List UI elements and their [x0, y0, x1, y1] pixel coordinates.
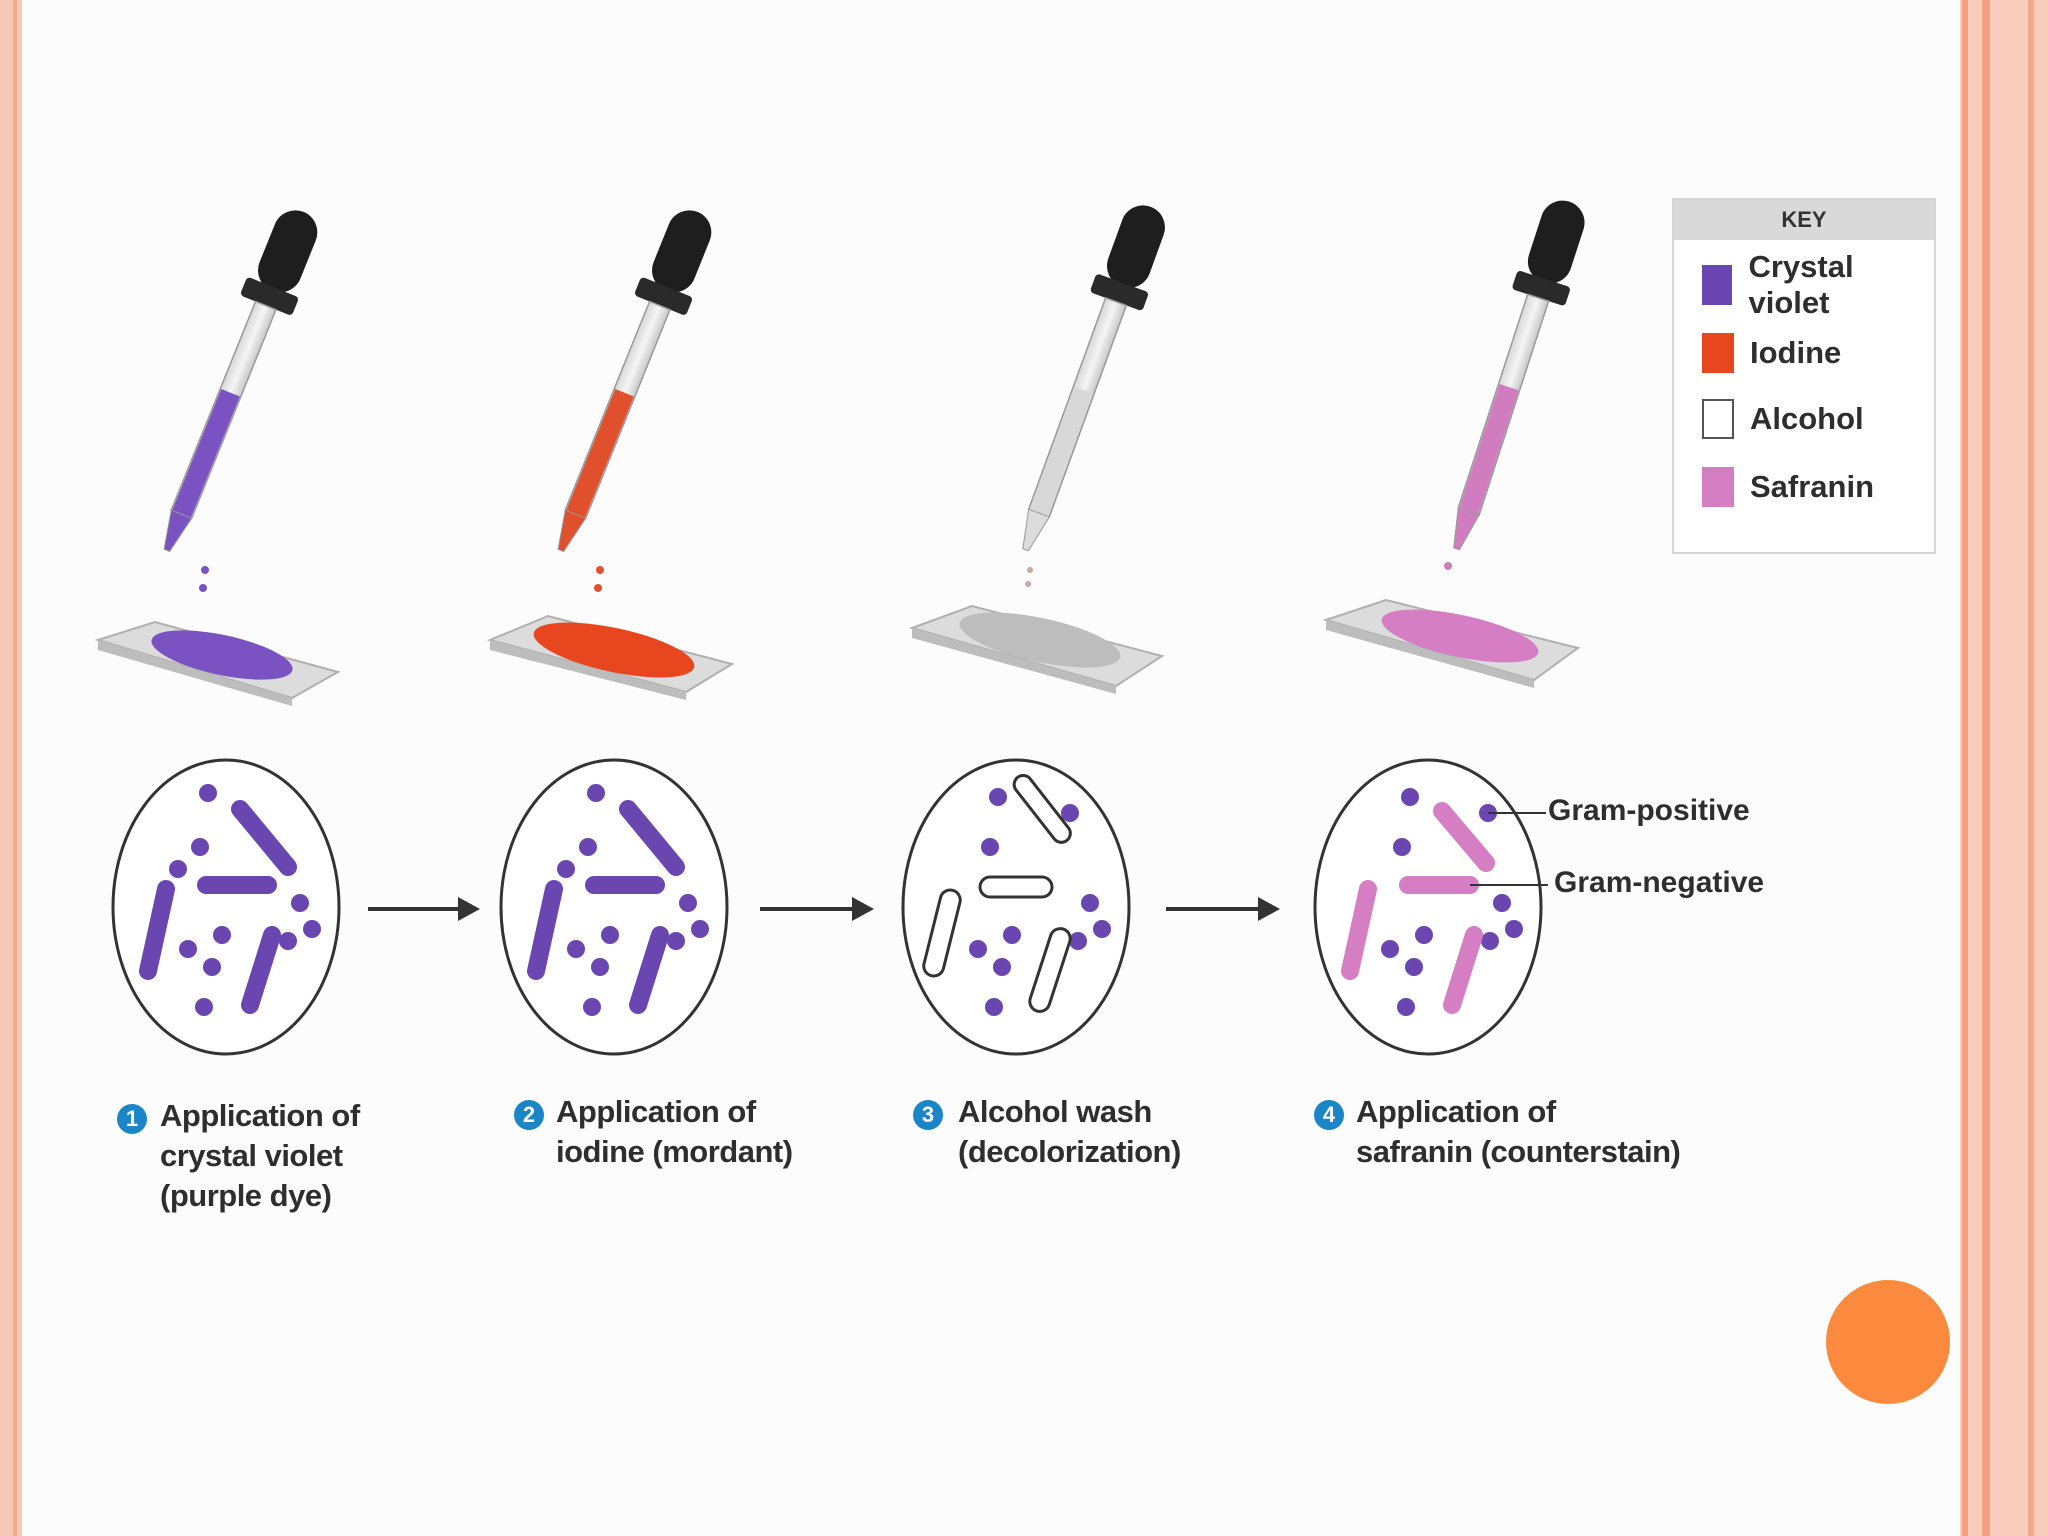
legend-swatch — [1702, 333, 1734, 373]
legend-key: KEY Crystal violet Iodine Alcohol Safran… — [1672, 198, 1936, 554]
step-number-badge: 4 — [1314, 1100, 1344, 1130]
step-2-label: Application of iodine (mordant) — [556, 1094, 793, 1169]
microscope-view-2 — [499, 758, 729, 1056]
microscope-view-3 — [901, 758, 1131, 1056]
slide-safranin — [1322, 598, 1581, 688]
step-1-label: Application of crystal violet (purple dy… — [160, 1098, 360, 1213]
legend-title: KEY — [1674, 200, 1934, 240]
arrow-step-3-4 — [1166, 897, 1280, 921]
legend-item-safranin: Safranin — [1702, 464, 1874, 510]
right-border-line — [1982, 0, 1990, 1536]
gram-negative-label: Gram-negative — [1554, 866, 1765, 899]
decorative-orange-circle — [1826, 1280, 1950, 1404]
step-4-label: Application of safranin (counterstain) — [1356, 1094, 1681, 1169]
legend-swatch — [1702, 265, 1733, 305]
arrow-step-1-2 — [368, 897, 480, 921]
legend-item-crystal-violet: Crystal violet — [1702, 249, 1934, 320]
dropper-crystal-violet — [163, 210, 318, 592]
step-number-badge: 2 — [514, 1100, 544, 1130]
microscope-view-1 — [111, 758, 341, 1056]
right-border-line — [2028, 0, 2034, 1536]
step-number-badge: 3 — [913, 1100, 943, 1130]
slide-alcohol — [908, 604, 1165, 694]
arrow-step-2-3 — [760, 897, 874, 921]
dropper-safranin — [1444, 200, 1585, 570]
right-border-line — [1962, 0, 1968, 1536]
slide-iodine — [486, 614, 735, 700]
legend-swatch — [1702, 399, 1734, 439]
microscope-view-4 — [1313, 758, 1548, 1056]
dropper-iodine — [557, 210, 712, 592]
legend-swatch — [1702, 467, 1734, 507]
slide-crystal-violet — [94, 620, 341, 706]
gram-positive-label: Gram-positive — [1548, 794, 1750, 827]
legend-item-iodine: Iodine — [1702, 330, 1841, 376]
step-number-badge: 1 — [117, 1104, 147, 1134]
legend-item-alcohol: Alcohol — [1702, 396, 1864, 442]
dropper-alcohol — [1022, 205, 1165, 587]
left-border-line — [13, 0, 17, 1536]
step-3-label: Alcohol wash (decolorization) — [958, 1094, 1181, 1169]
